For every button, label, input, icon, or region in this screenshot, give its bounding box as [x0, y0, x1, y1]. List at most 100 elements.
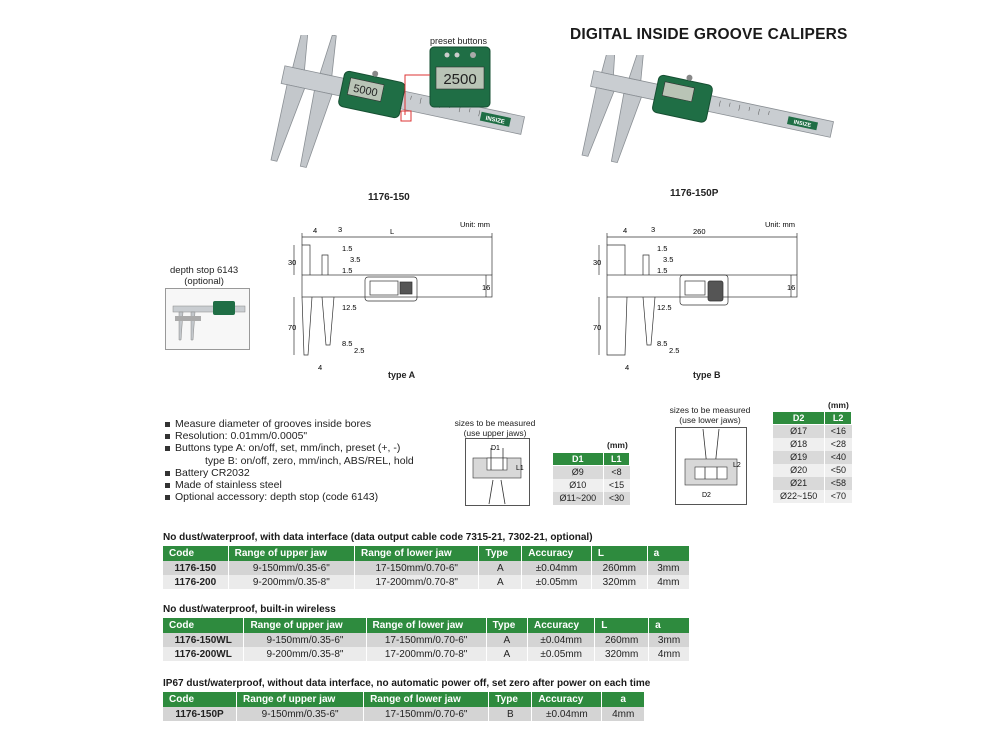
cell-code: 1176-200WL [163, 647, 245, 661]
brand-label-b: INSIZE [793, 119, 812, 129]
header-type: Type [478, 546, 523, 561]
unit-label-a: Unit: mm [460, 220, 490, 229]
header-d2: D2 [771, 411, 826, 425]
caliper-photo-b: INSIZE [581, 55, 834, 164]
table-row: Ø22~150<70 [771, 489, 852, 503]
cell: 9-150mm/0.35-6" [236, 707, 365, 721]
dim-a-1: 3 [338, 225, 342, 234]
feature-item: type B: on/off, zero, mm/inch, ABS/REL, … [205, 454, 414, 467]
cell: 17-200mm/0.70-8" [366, 647, 487, 661]
header-l1: L1 [602, 452, 631, 466]
table-row: 1176-150P 9-150mm/0.35-6" 17-150mm/0.70-… [163, 707, 645, 721]
cell: <50 [824, 463, 852, 477]
upper-jaw-caption-2: (use upper jaws) [463, 428, 527, 438]
dim-a-0: 4 [313, 226, 317, 235]
display-zoom: 2500 [400, 46, 491, 122]
cell: ±0.05mm [527, 647, 596, 661]
dim-b-5: 12.5 [657, 303, 672, 312]
dim-a-5: 12.5 [342, 303, 357, 312]
feature-item: Resolution: 0.01mm/0.0005" [165, 430, 414, 442]
spec-section-title-2: No dust/waterproof, built-in wireless [163, 604, 336, 615]
spec-table-2: Code Range of upper jaw Range of lower j… [163, 618, 690, 661]
depth-stop-label: depth stop 6143 (optional) [170, 265, 238, 287]
technical-drawing-a: Unit: mm L 4 3 1.5 3.5 1.5 12.5 8.5 2.5 … [288, 220, 493, 380]
table-row: 1176-200 9-200mm/0.35-8" 17-200mm/0.70-8… [163, 575, 691, 589]
lower-jaw-caption-1: sizes to be measured [669, 405, 751, 415]
header-upper-range: Range of upper jaw [236, 692, 365, 707]
cell: <40 [824, 450, 852, 464]
table-row: 1176-150 9-150mm/0.35-6" 17-150mm/0.70-6… [163, 561, 691, 575]
cell: <30 [602, 491, 630, 505]
l1-label: L1 [516, 465, 524, 472]
cell: A [486, 647, 528, 661]
spec-table-3: Code Range of upper jaw Range of lower j… [163, 692, 645, 721]
table-row: Ø20<50 [771, 463, 852, 477]
cell: 4mm [647, 575, 691, 589]
header-lower-range: Range of lower jaw [366, 618, 487, 633]
cell: 9-200mm/0.35-8" [243, 647, 367, 661]
dim-b-3: 3.5 [663, 255, 673, 264]
table-row: Ø9<8 [552, 465, 630, 479]
cell: 260mm [591, 561, 648, 575]
cell: Ø18 [771, 437, 825, 451]
table-row: Ø10<15 [552, 478, 630, 492]
depth-stop-optional: (optional) [184, 276, 224, 287]
cell: 17-150mm/0.70-6" [366, 633, 487, 647]
depth-stop-title: depth stop 6143 [170, 265, 239, 276]
cell: 9-150mm/0.35-6" [228, 561, 356, 575]
feature-item: Optional accessory: depth stop (code 614… [165, 491, 414, 503]
cell: A [478, 575, 523, 589]
dim-b-6: 8.5 [657, 339, 667, 348]
dim-b-8: 16 [787, 283, 795, 292]
cell: ±0.04mm [527, 633, 596, 647]
dim-a-8: 16 [482, 283, 490, 292]
cell: 260mm [594, 633, 650, 647]
header-upper-range: Range of upper jaw [228, 546, 356, 561]
cell: Ø17 [771, 424, 825, 438]
cell: Ø22~150 [771, 489, 825, 503]
dim-b-11: 4 [625, 363, 629, 372]
table-row: Ø21<58 [771, 476, 852, 490]
cell: <58 [824, 476, 852, 490]
cell: ±0.04mm [521, 561, 592, 575]
upper-jaw-table: D1 L1 Ø9<8 Ø10<15 Ø11~200<30 [552, 452, 631, 505]
display-reading-a: 5000 [352, 83, 378, 100]
feature-item: Measure diameter of grooves inside bores [165, 418, 414, 430]
dim-b-10: 70 [593, 323, 601, 332]
header-lower-range: Range of lower jaw [354, 546, 480, 561]
lower-jaw-caption: sizes to be measured (use lower jaws) [660, 405, 760, 425]
upper-table-unit: (mm) [607, 440, 628, 450]
dim-a-7: 2.5 [354, 346, 364, 355]
header-code: Code [163, 692, 238, 707]
cell: 17-150mm/0.70-6" [363, 707, 490, 721]
cell: Ø11~200 [552, 491, 604, 505]
feature-item: Buttons type A: on/off, set, mm/inch, pr… [165, 442, 414, 454]
cell: <15 [602, 478, 630, 492]
feature-item: Battery CR2032 [165, 467, 414, 479]
cell-code: 1176-150P [163, 707, 238, 721]
dim-b-9: 30 [593, 258, 601, 267]
type-label-b: type B [693, 370, 721, 380]
cell: 17-200mm/0.70-8" [354, 575, 480, 589]
cell: <28 [824, 437, 852, 451]
dim-a-10: 70 [288, 323, 296, 332]
header-code: Code [163, 546, 229, 561]
lower-jaw-diagram: D2 L2 [675, 427, 747, 505]
cell: <70 [824, 489, 852, 503]
cell: Ø10 [552, 478, 604, 492]
header-l2: L2 [824, 411, 852, 425]
dim-a-9: 30 [288, 258, 296, 267]
caliper-photo-a: INSIZE 5000 [270, 35, 526, 168]
cell-code: 1176-150WL [163, 633, 245, 647]
model-label-b: 1176-150P [670, 188, 719, 199]
d1-label: D1 [491, 445, 500, 452]
dim-b-2: 1.5 [657, 244, 667, 253]
spec-table-1: Code Range of upper jaw Range of lower j… [163, 546, 691, 589]
cell: 4mm [601, 707, 645, 721]
cell: 4mm [648, 647, 690, 661]
dim-a-6: 8.5 [342, 339, 352, 348]
dim-a-11: 4 [318, 363, 322, 372]
header-code: Code [163, 618, 245, 633]
cell: Ø9 [552, 465, 604, 479]
cell: 17-150mm/0.70-6" [354, 561, 480, 575]
